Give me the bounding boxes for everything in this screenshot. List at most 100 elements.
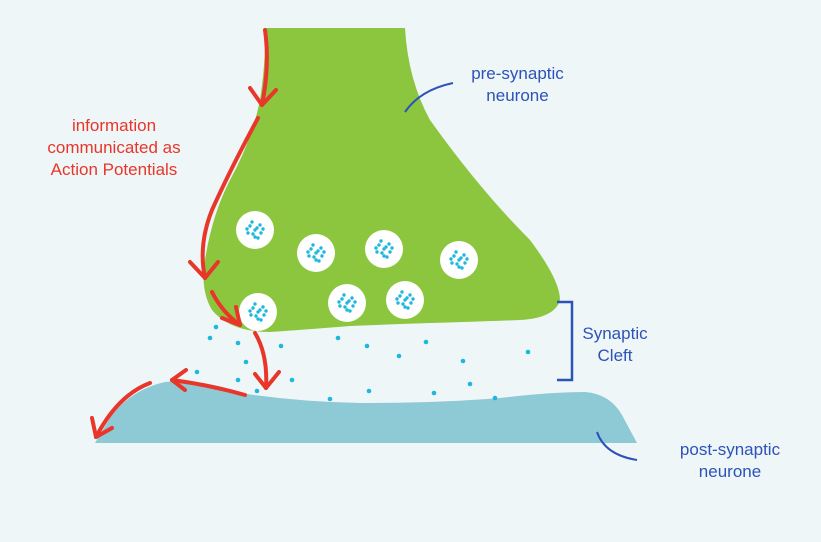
neurotransmitter-dot xyxy=(387,242,391,246)
neurotransmitter-dot xyxy=(450,261,454,265)
neurotransmitter-dot xyxy=(289,377,295,383)
neurotransmitter-dot xyxy=(431,390,437,396)
neurotransmitter-dot xyxy=(322,250,326,254)
neurotransmitter-dot xyxy=(385,255,389,259)
neurotransmitter-dot xyxy=(374,246,378,250)
neurotransmitter-dot xyxy=(465,257,469,261)
neurotransmitter-dot xyxy=(409,301,413,305)
pre-synaptic-leader-line xyxy=(404,82,454,113)
neurotransmitter-dot xyxy=(377,243,381,247)
post-synaptic-neurone xyxy=(95,381,637,443)
neurotransmitter-dot xyxy=(353,300,357,304)
neurotransmitter-dot xyxy=(452,254,456,258)
neurotransmitter-dot xyxy=(314,258,318,262)
neurotransmitter-dot xyxy=(364,343,370,349)
neurotransmitter-dot xyxy=(406,306,410,310)
neurotransmitter-dot xyxy=(525,349,531,355)
neurotransmitter-dot xyxy=(312,255,316,259)
neurotransmitter-dot xyxy=(235,377,241,383)
neurotransmitter-dot xyxy=(390,246,394,250)
neurotransmitter-dot xyxy=(411,297,415,301)
neurotransmitter-dot xyxy=(449,257,453,261)
neurotransmitter-dot xyxy=(213,324,219,330)
neurotransmitter-dot xyxy=(246,231,250,235)
neurotransmitter-dot xyxy=(249,313,253,317)
post-synaptic-label-line: post-synaptic xyxy=(679,440,781,459)
action-potential-arrow xyxy=(90,28,281,439)
neurotransmitter-dot xyxy=(459,256,463,260)
action-potential-label-line: information xyxy=(71,116,157,135)
neurotransmitter-dot xyxy=(405,296,409,300)
action-potential-label: information communicated as Action Poten… xyxy=(24,115,204,181)
neurotransmitter-dot xyxy=(398,294,402,298)
neurotransmitter-dot xyxy=(388,250,392,254)
neurotransmitter-dot xyxy=(245,227,249,231)
neurotransmitter-dot xyxy=(401,302,405,306)
neurotransmitter-dot xyxy=(319,246,323,250)
pre-synaptic-label: pre-synaptic neurone xyxy=(440,63,595,107)
post-synaptic-label: post-synaptic neurone xyxy=(650,439,810,483)
neurotransmitter-dot xyxy=(306,250,310,254)
neurotransmitter-dot xyxy=(460,358,466,364)
neurotransmitter-dot xyxy=(309,247,313,251)
neurotransmitter-dot xyxy=(316,249,320,253)
neurotransmitter-dot xyxy=(255,226,259,230)
neurotransmitter-dot xyxy=(253,302,257,306)
neurotransmitter-dot xyxy=(256,317,260,321)
neurotransmitter-dot xyxy=(396,301,400,305)
synaptic-vesicles xyxy=(236,211,478,331)
post-synaptic-leader-line xyxy=(596,431,638,461)
neurotransmitter-dot xyxy=(384,245,388,249)
neurotransmitter-dot xyxy=(261,227,265,231)
neurotransmitter-dot xyxy=(327,396,333,402)
action-potential-label-line: Action Potentials xyxy=(50,160,178,179)
neurotransmitters xyxy=(194,324,531,402)
pre-synaptic-label-line: neurone xyxy=(486,86,549,105)
pre-synaptic-label-line: pre-synaptic xyxy=(471,64,564,83)
neurotransmitter-dot xyxy=(259,231,263,235)
neurotransmitter-dot xyxy=(348,309,352,313)
neurotransmitter-dot xyxy=(350,296,354,300)
neurotransmitter-dot xyxy=(454,250,458,254)
neurotransmitter-dot xyxy=(395,297,399,301)
neurotransmitter-dot xyxy=(492,395,498,401)
neurotransmitter-dot xyxy=(250,220,254,224)
neurotransmitter-dot xyxy=(340,297,344,301)
neurotransmitter-dot xyxy=(320,254,324,258)
neurotransmitter-dot xyxy=(382,254,386,258)
neurotransmitter-dot xyxy=(351,304,355,308)
neurotransmitter-dot xyxy=(194,369,200,375)
neurotransmitter-dot xyxy=(375,250,379,254)
neurotransmitter-dot xyxy=(259,318,263,322)
neurotransmitter-dot xyxy=(342,293,346,297)
neurotransmitter-dot xyxy=(403,305,407,309)
synaptic-cleft-bracket xyxy=(557,300,574,382)
neurotransmitter-dot xyxy=(337,300,341,304)
post-synaptic-label-line: neurone xyxy=(698,462,762,481)
neurotransmitter-dot xyxy=(379,239,383,243)
neurotransmitter-dot xyxy=(423,339,429,345)
synaptic-cleft-label-line: Synaptic xyxy=(582,324,648,343)
neurotransmitter-dot xyxy=(467,381,473,387)
neurotransmitter-dot xyxy=(207,335,213,341)
neurotransmitter-dot xyxy=(254,388,260,394)
neurotransmitter-dot xyxy=(311,243,315,247)
neurotransmitter-dot xyxy=(248,224,252,228)
neurotransmitter-dot xyxy=(366,388,372,394)
neurotransmitter-dot xyxy=(345,308,349,312)
neurotransmitter-dot xyxy=(307,254,311,258)
synaptic-cleft-label-line: Cleft xyxy=(597,346,633,365)
neurotransmitter-dot xyxy=(400,290,404,294)
neurotransmitter-dot xyxy=(463,261,467,265)
neurotransmitter-dot xyxy=(343,305,347,309)
neurotransmitter-dot xyxy=(347,299,351,303)
neurotransmitter-dot xyxy=(253,235,257,239)
action-potential-label-line: communicated as xyxy=(47,138,181,157)
neurotransmitter-dot xyxy=(243,359,249,365)
neurotransmitter-dot xyxy=(248,309,252,313)
synaptic-cleft-label: Synaptic Cleft xyxy=(580,323,650,367)
neurotransmitter-dot xyxy=(338,304,342,308)
neurotransmitter-dot xyxy=(335,335,341,341)
